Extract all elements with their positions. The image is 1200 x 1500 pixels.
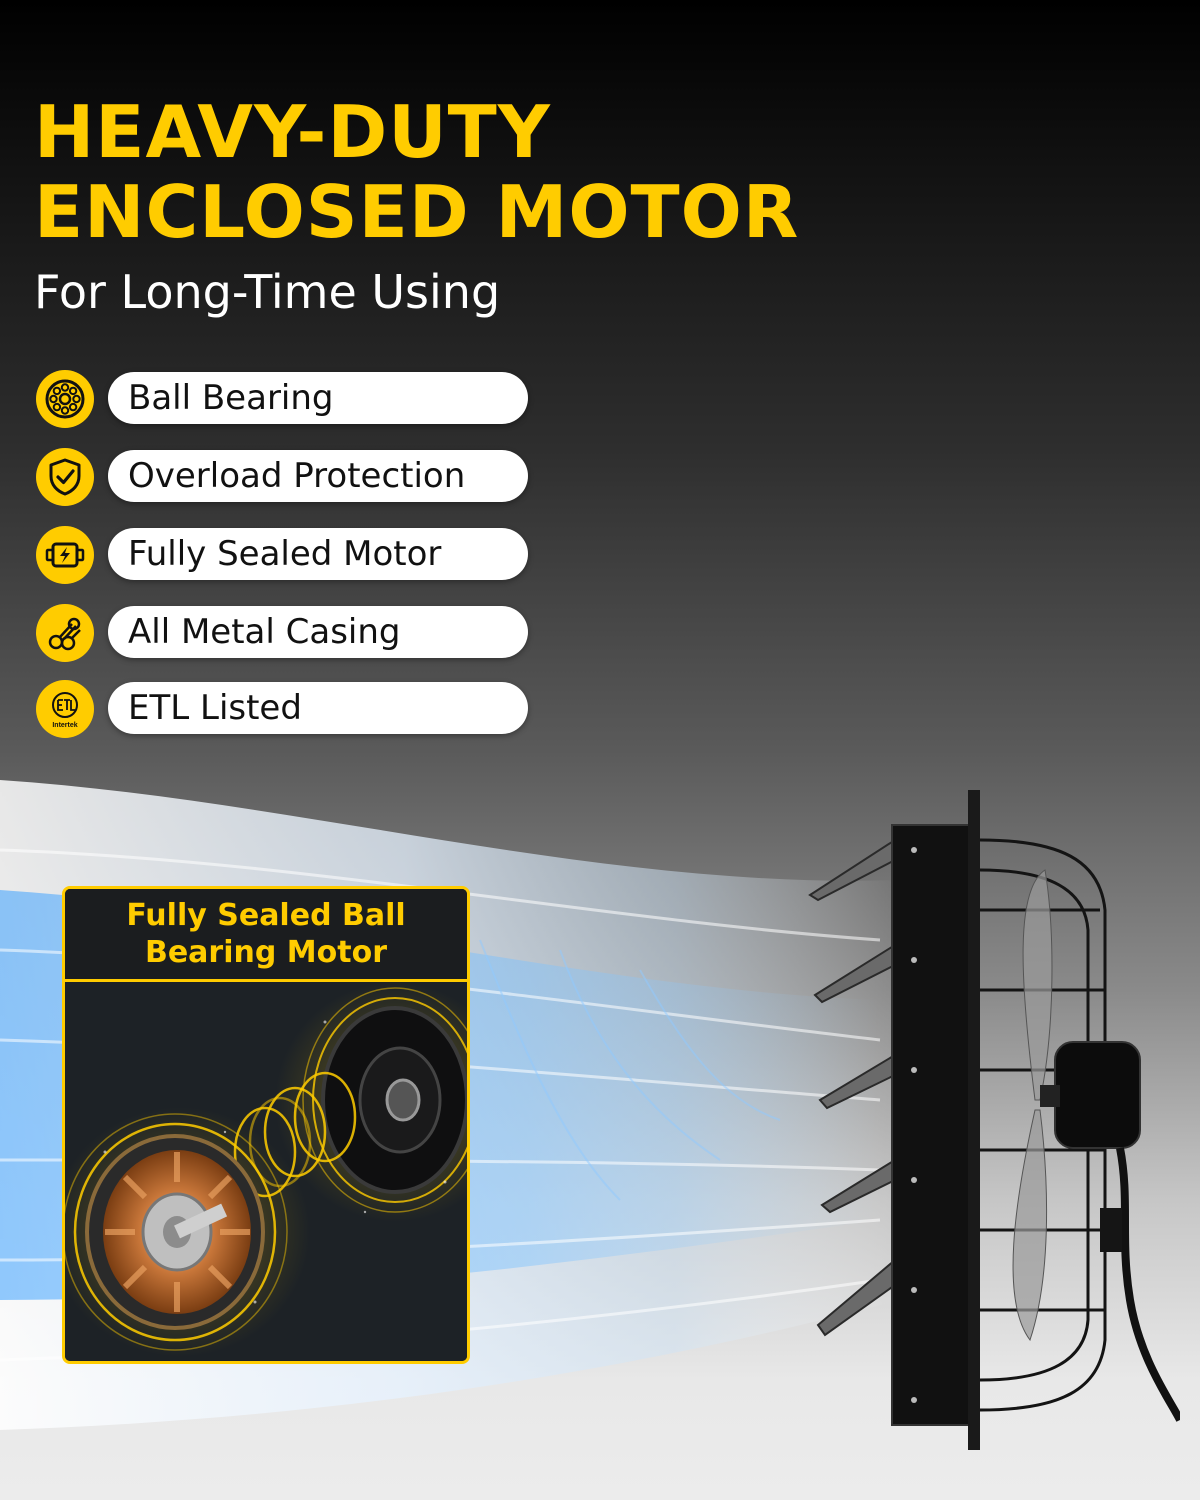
- feature-label: ETL Listed: [108, 682, 528, 734]
- metal-rods-icon: [36, 604, 94, 662]
- feature-label: Ball Bearing: [108, 372, 528, 424]
- etl-intertek-text: Intertek: [52, 722, 77, 729]
- sealed-motor-icon: [36, 526, 94, 584]
- headline-subtitle: For Long-Time Using: [34, 265, 501, 319]
- motor-detail-card: Fully Sealed Ball Bearing Motor: [62, 886, 470, 1364]
- feature-fully-sealed-motor: Fully Sealed Motor: [36, 526, 536, 584]
- ball-bearing-icon: [36, 370, 94, 428]
- feature-all-metal-casing: All Metal Casing: [36, 604, 536, 662]
- feature-label: All Metal Casing: [108, 606, 528, 658]
- feature-etl-listed: Intertek ETL Listed: [36, 680, 536, 738]
- feature-ball-bearing: Ball Bearing: [36, 370, 536, 428]
- feature-label: Overload Protection: [108, 450, 528, 502]
- motor-exploded-illustration: [65, 982, 467, 1361]
- shield-check-icon: [36, 448, 94, 506]
- etl-intertek-icon: Intertek: [36, 680, 94, 738]
- feature-overload-protection: Overload Protection: [36, 448, 536, 506]
- feature-label: Fully Sealed Motor: [108, 528, 528, 580]
- headline-title: HEAVY-DUTY ENCLOSED MOTOR: [34, 90, 800, 254]
- shutter-exhaust-fan: [800, 780, 1180, 1470]
- card-title: Fully Sealed Ball Bearing Motor: [65, 889, 467, 982]
